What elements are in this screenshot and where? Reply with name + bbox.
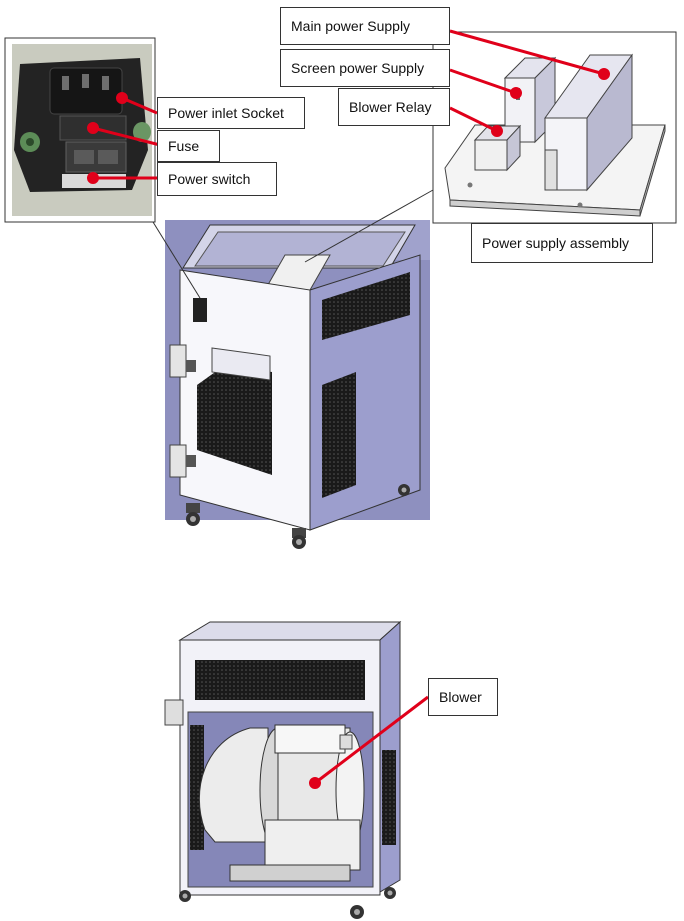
screen-power-supply-label: Screen power Supply <box>280 49 450 87</box>
callout-screen-power-supply <box>449 68 517 95</box>
power-supply-assembly-drawing <box>432 31 677 224</box>
power-inlet-socket-label: Power inlet Socket <box>157 97 305 129</box>
blower-relay-label: Blower Relay <box>338 88 450 126</box>
callout-main-power-supply <box>449 29 605 76</box>
power-switch-label: Power switch <box>157 162 277 196</box>
main-power-supply-label: Main power Supply <box>280 7 450 45</box>
callout-blower <box>314 695 429 785</box>
callout-power-inlet-socket <box>121 96 158 115</box>
fuse-label: Fuse <box>157 130 220 162</box>
leader-lines <box>152 189 434 299</box>
callout-fuse <box>92 126 161 147</box>
power-supply-assembly-label: Power supply assembly <box>471 223 653 263</box>
cabinet-blower-drawing <box>164 620 402 919</box>
leader-inlet-to-cabinet <box>152 221 201 299</box>
callout-blower-relay <box>449 106 498 133</box>
cabinet-rear-drawing <box>165 220 430 549</box>
callout-lines <box>87 29 610 789</box>
blower-label: Blower <box>428 678 498 716</box>
leader-assembly-to-cabinet <box>304 189 434 263</box>
power-inlet-photo <box>4 37 156 223</box>
